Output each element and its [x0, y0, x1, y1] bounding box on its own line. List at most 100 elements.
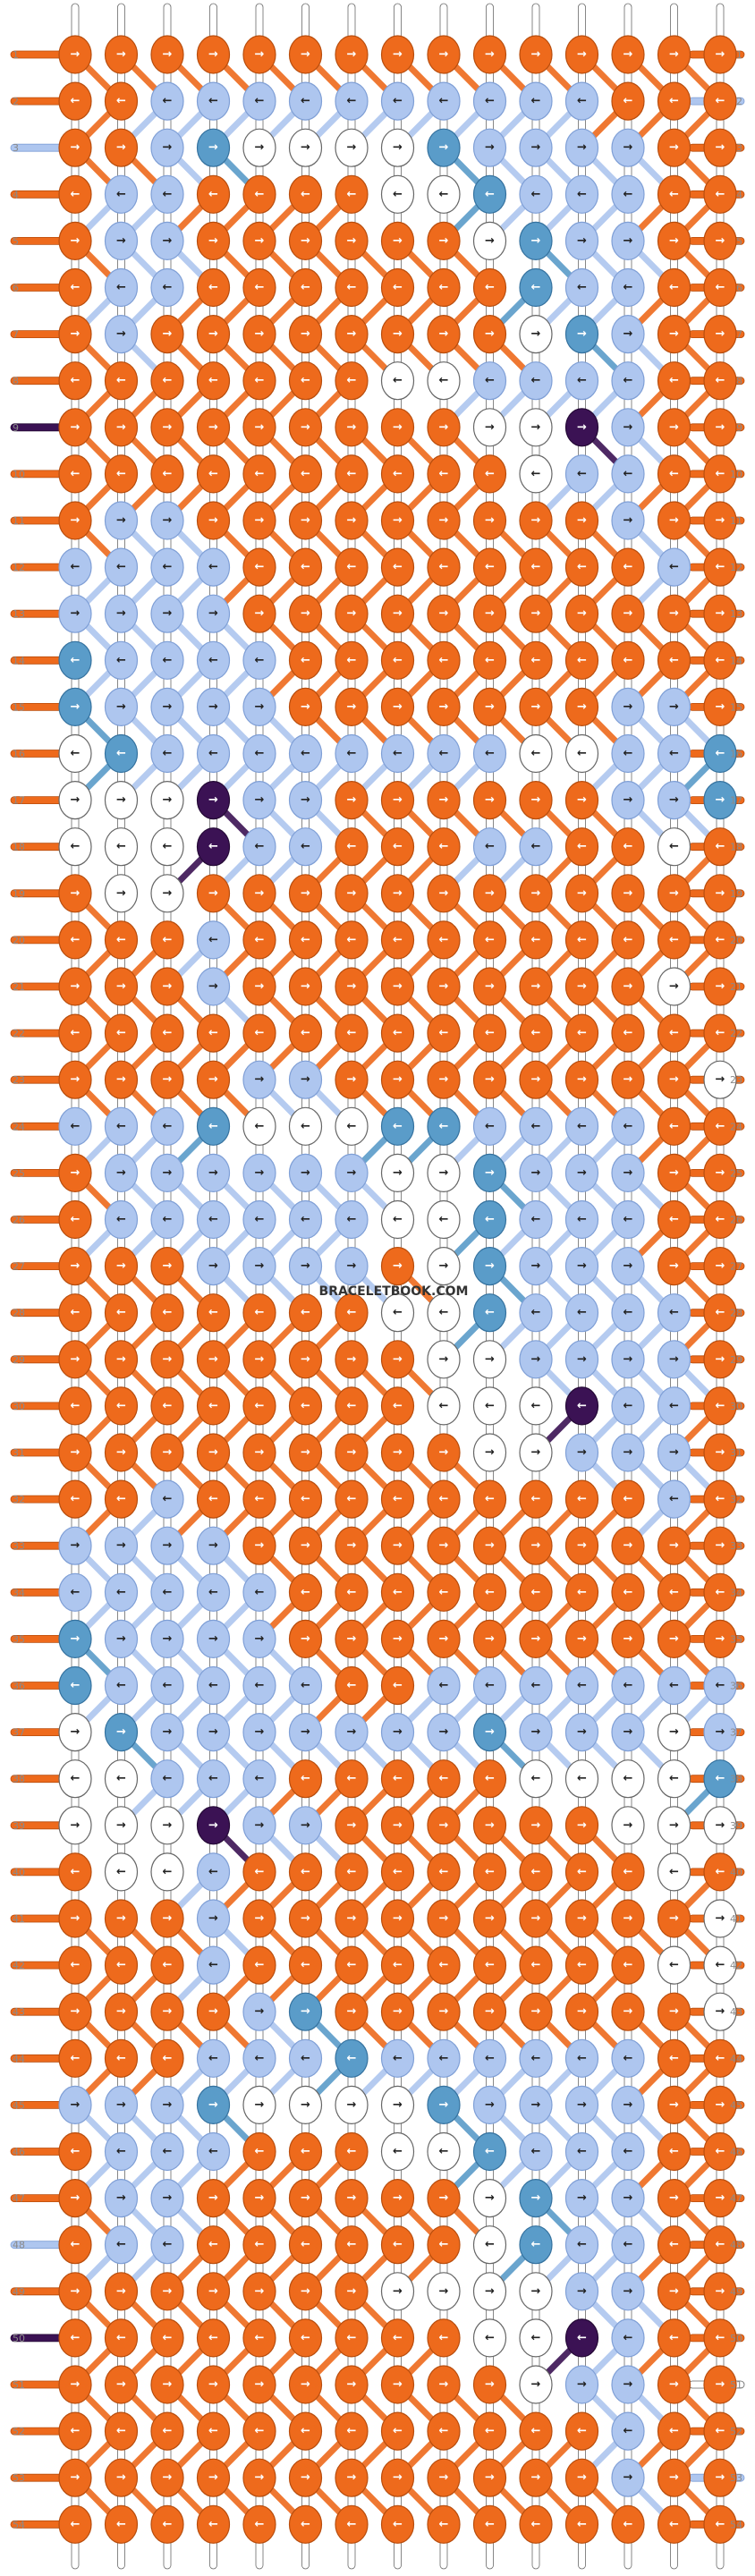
knot: → — [703, 1806, 737, 1845]
arrow-left-icon: ← — [485, 1399, 495, 1412]
knot-oval — [611, 733, 645, 774]
arrow-right-icon: → — [624, 2378, 633, 2392]
row-number-right: 31 — [730, 1447, 742, 1459]
arrow-right-icon: → — [393, 420, 403, 434]
knot: → — [335, 594, 369, 633]
knot: → — [196, 2458, 231, 2497]
knot: → — [564, 1153, 599, 1193]
knot: → — [472, 315, 507, 354]
knot-oval — [611, 1806, 645, 1845]
knot-oval — [703, 2458, 737, 2497]
knot-oval — [196, 640, 231, 680]
knot: ← — [611, 2131, 645, 2172]
knot: → — [657, 1340, 691, 1379]
knot: → — [288, 221, 323, 260]
arrow-left-icon: ← — [71, 95, 81, 108]
arrow-left-icon: ← — [163, 95, 173, 108]
knot: ← — [288, 733, 323, 774]
knot-oval — [288, 2318, 323, 2358]
arrow-left-icon: ← — [116, 654, 126, 667]
knot: ← — [564, 361, 599, 401]
knot-oval — [196, 1945, 231, 1985]
knot-oval — [564, 1153, 599, 1193]
knot-oval — [196, 1199, 231, 1240]
knot: → — [150, 1806, 184, 1845]
knot-oval — [611, 967, 645, 1006]
knot: → — [288, 501, 323, 540]
arrow-right-icon: → — [577, 141, 587, 155]
knot: → — [196, 1340, 231, 1379]
knot-oval — [196, 2365, 231, 2404]
knot: ← — [703, 640, 737, 680]
knot: → — [611, 221, 645, 260]
arrow-right-icon: → — [393, 2378, 403, 2392]
arrow-right-icon: → — [485, 1539, 495, 1553]
knot: → — [380, 1526, 415, 1565]
knot: ← — [150, 1759, 184, 1799]
arrow-left-icon: ← — [439, 374, 449, 387]
arrow-right-icon: → — [531, 1446, 541, 1460]
knot: ← — [657, 454, 691, 494]
arrow-left-icon: ← — [301, 2238, 310, 2251]
knot-oval — [427, 1013, 461, 1053]
arrow-right-icon: → — [71, 234, 81, 248]
knot: → — [657, 594, 691, 633]
arrow-right-icon: → — [624, 420, 633, 434]
arrow-right-icon: → — [301, 2005, 310, 2019]
arrow-left-icon: ← — [577, 747, 587, 760]
knot-oval — [472, 1106, 507, 1146]
knot-oval — [58, 1852, 92, 1892]
knot-oval — [611, 1526, 645, 1565]
knot: ← — [519, 2504, 553, 2544]
knot: ← — [150, 733, 184, 774]
knot: ← — [335, 1945, 369, 1985]
knot: ← — [472, 1199, 507, 1240]
knot-oval — [472, 1153, 507, 1193]
knot: ← — [58, 454, 92, 494]
knot: ← — [703, 1199, 737, 1240]
knot: ← — [196, 81, 231, 121]
knot: ← — [427, 827, 461, 867]
row-number-right: 40 — [730, 1867, 742, 1878]
knot: → — [196, 1526, 231, 1565]
knot: ← — [657, 2504, 691, 2544]
arrow-left-icon: ← — [485, 2052, 495, 2065]
knot-oval — [150, 1759, 184, 1799]
arrow-right-icon: → — [347, 2191, 357, 2205]
arrow-left-icon: ← — [531, 1586, 541, 1599]
knot-oval — [104, 1899, 139, 1938]
knot-oval — [427, 827, 461, 867]
knot-oval — [427, 1572, 461, 1612]
knot: ← — [58, 174, 92, 214]
knot-oval — [611, 1945, 645, 1985]
knot: ← — [657, 1199, 691, 1240]
knot: → — [472, 221, 507, 260]
arrow-left-icon: ← — [116, 1120, 126, 1133]
arrow-right-icon: → — [301, 2284, 310, 2298]
knot: → — [380, 501, 415, 540]
knot-oval — [335, 361, 369, 401]
arrow-right-icon: → — [116, 607, 126, 621]
knot: → — [657, 1619, 691, 1659]
arrow-left-icon: ← — [71, 1120, 81, 1133]
knot: → — [150, 221, 184, 260]
knot: ← — [611, 267, 645, 308]
arrow-left-icon: ← — [71, 2331, 81, 2344]
knot-oval — [657, 1340, 691, 1379]
row-number-right: 9 — [736, 422, 742, 434]
arrow-left-icon: ← — [116, 1027, 126, 1040]
knot: → — [335, 2365, 369, 2404]
knot: ← — [196, 174, 231, 214]
arrow-left-icon: ← — [255, 95, 265, 108]
arrow-right-icon: → — [301, 2098, 310, 2112]
knot: ← — [104, 1759, 139, 1799]
knot-oval — [380, 967, 415, 1006]
knot-oval — [150, 1246, 184, 1286]
knot: → — [196, 128, 231, 167]
arrow-left-icon: ← — [439, 1120, 449, 1133]
knot-oval — [564, 35, 599, 74]
arrow-left-icon: ← — [669, 2425, 679, 2438]
arrow-left-icon: ← — [531, 374, 541, 387]
arrow-left-icon: ← — [347, 1586, 357, 1599]
knot-oval — [427, 640, 461, 680]
